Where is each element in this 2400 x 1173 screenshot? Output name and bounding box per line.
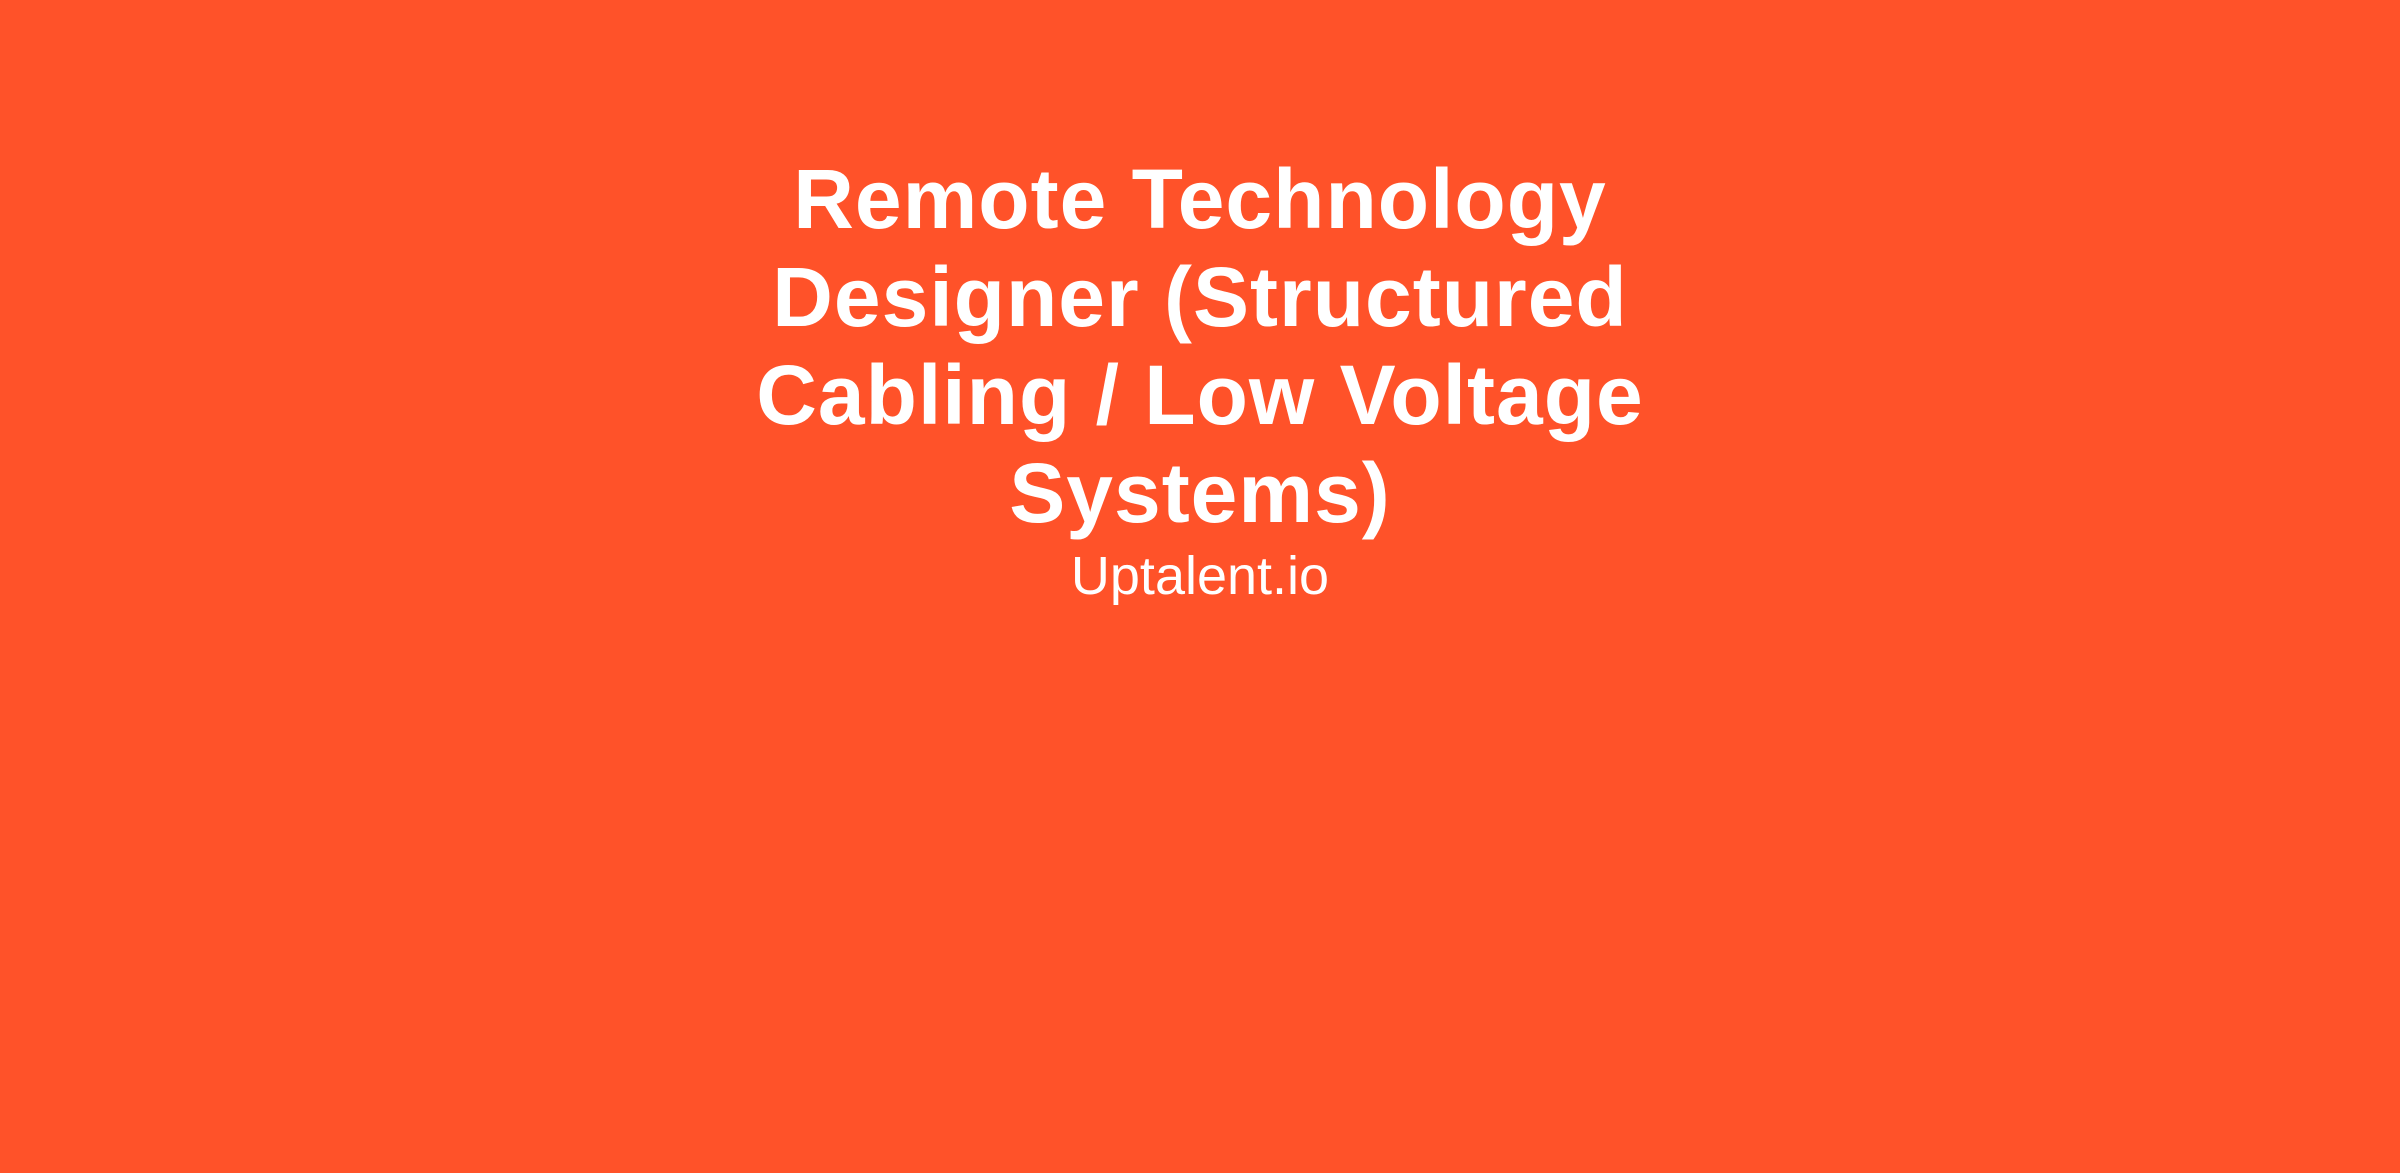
job-title-line: Systems) [1009, 446, 1391, 540]
job-title: Remote Technology Designer (Structured C… [0, 150, 2400, 542]
job-title-line: Cabling / Low Voltage [756, 348, 1644, 442]
job-title-line: Remote Technology [793, 152, 1607, 246]
brand-name: Uptalent.io [1070, 546, 1330, 606]
job-title-line: Designer (Structured [772, 250, 1628, 344]
